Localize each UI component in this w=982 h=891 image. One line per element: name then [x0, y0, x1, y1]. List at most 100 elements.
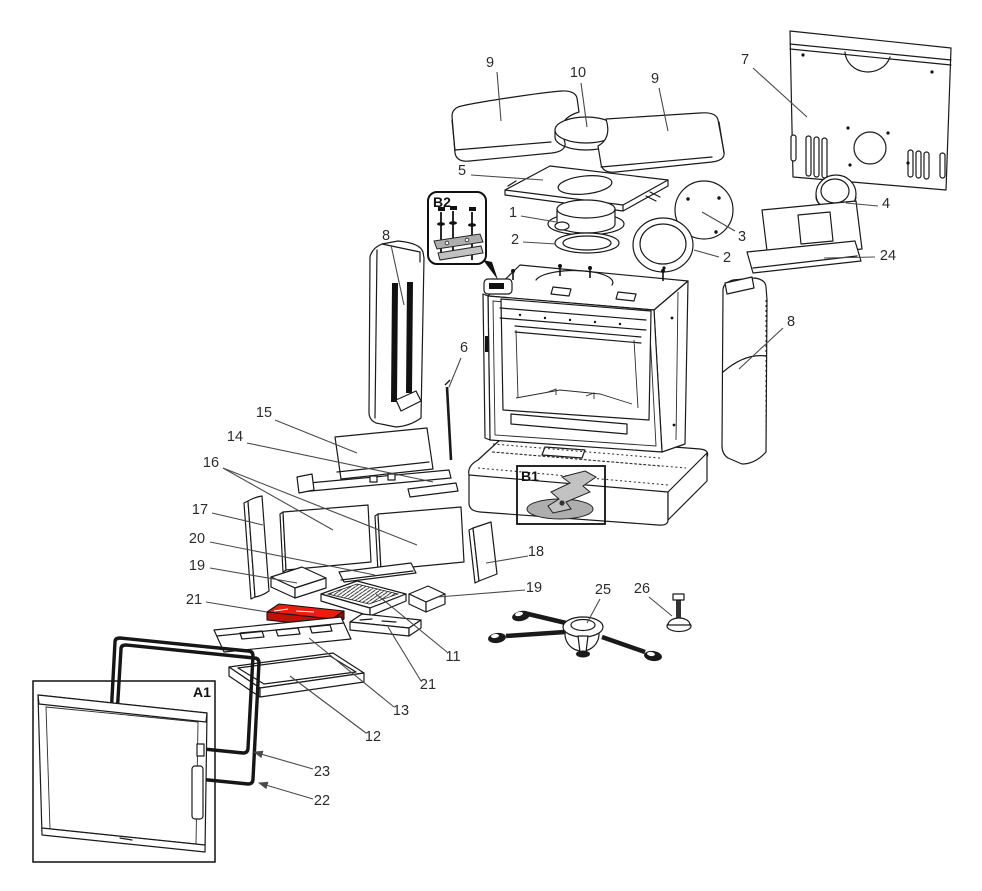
adjustable-foot-part26 — [666, 593, 692, 633]
ring-part2b — [632, 217, 694, 273]
callout-leader-line — [701, 211, 736, 232]
top-plate-right-part9 — [597, 112, 725, 173]
back-panel-part7 — [789, 30, 952, 191]
door-handle — [191, 765, 204, 820]
callout-leader-line — [211, 512, 264, 526]
box-label-b1: B1 — [521, 468, 539, 484]
callout-label-19: 19 — [189, 558, 205, 574]
rod-part6 — [444, 379, 453, 461]
callout-leader-line — [222, 467, 334, 531]
b2-pointer-arrow — [483, 260, 498, 280]
callout-leader-line — [289, 675, 367, 734]
callout-leader-line — [209, 567, 298, 584]
callout-label-25: 25 — [595, 582, 611, 598]
callout-leader-line — [257, 781, 314, 800]
callout-leader-line — [485, 555, 529, 564]
callout-leader-line — [845, 202, 879, 207]
brick-right-part16 — [374, 506, 465, 573]
callout-label-9: 9 — [651, 71, 659, 87]
flue-collar-part1 — [547, 199, 625, 236]
door-gasket-part22 — [112, 643, 261, 786]
callout-label-11: 11 — [445, 649, 460, 665]
shelf-part24 — [746, 200, 863, 274]
callout-label-14: 14 — [227, 429, 243, 445]
mechanism-box-b1: B1 — [516, 465, 606, 525]
callout-label-22: 22 — [314, 793, 330, 809]
callout-leader-line — [246, 442, 434, 483]
side-panel-left-part8 — [368, 240, 425, 428]
callout-leader-line — [387, 626, 422, 682]
door-assembly-a1: A1 — [32, 636, 261, 863]
strip-part21-right — [349, 613, 422, 637]
callout-leader-line — [648, 596, 673, 617]
callout-label-24: 24 — [880, 248, 896, 264]
callout-label-9: 9 — [486, 55, 494, 71]
strip-part20 — [338, 562, 417, 583]
callout-label-2: 2 — [511, 232, 519, 248]
stove-body — [482, 264, 689, 467]
panel-part17 — [243, 495, 270, 600]
callout-label-13: 13 — [393, 703, 409, 719]
callout-leader-line — [823, 256, 876, 259]
star-base-part25 — [488, 610, 662, 662]
box-label-b2: B2 — [433, 194, 451, 210]
callout-leader-line — [580, 82, 588, 128]
callout-leader-line — [693, 249, 720, 258]
callout-label-20: 20 — [189, 531, 205, 547]
callout-leader-line — [658, 87, 669, 132]
callout-leader-line — [222, 467, 418, 546]
a1-box — [32, 680, 216, 863]
block-right-part19 — [408, 585, 446, 613]
callout-label-5: 5 — [458, 163, 466, 179]
callout-label-26: 26 — [634, 581, 650, 597]
callout-label-3: 3 — [738, 229, 746, 245]
callout-leader-line — [522, 241, 557, 245]
callout-label-21: 21 — [420, 677, 436, 693]
strip-part13 — [213, 616, 352, 653]
callout-leader-line — [308, 637, 395, 708]
callout-leader-line — [437, 589, 526, 598]
callout-label-4: 4 — [882, 196, 890, 212]
panel-part18 — [468, 521, 498, 584]
callout-leader-line — [752, 67, 808, 118]
block-left-part19 — [270, 566, 327, 599]
callout-label-8: 8 — [382, 228, 390, 244]
glass-gasket-part23 — [108, 636, 255, 755]
callout-label-18: 18 — [528, 544, 544, 560]
callout-label-7: 7 — [741, 52, 749, 68]
callout-label-21: 21 — [186, 592, 202, 608]
cover-plate-part3 — [674, 180, 734, 240]
ring-gasket-part2 — [554, 232, 620, 254]
callout-label-23: 23 — [314, 764, 330, 780]
box-label-a1: A1 — [193, 684, 211, 700]
callout-label-10: 10 — [570, 65, 586, 81]
brick-left-part16 — [279, 504, 372, 573]
callout-label-1: 1 — [509, 205, 517, 221]
callout-leader-line — [496, 71, 502, 122]
callout-leader-line — [470, 174, 544, 181]
glass-door — [37, 694, 208, 853]
callout-label-8: 8 — [787, 314, 795, 330]
callout-label-16: 16 — [203, 455, 219, 471]
callout-leader-line — [586, 598, 601, 624]
callout-leader-line — [448, 357, 462, 388]
side-panel-right-part8 — [721, 276, 768, 465]
callout-leader-line — [520, 215, 557, 223]
callout-leader-line — [738, 327, 784, 370]
callout-label-6: 6 — [460, 340, 468, 356]
kit-box-b2: B2 — [427, 191, 498, 280]
callout-label-15: 15 — [256, 405, 272, 421]
callout-leader-line — [209, 541, 376, 576]
callout-label-17: 17 — [192, 502, 208, 518]
rating-badge — [483, 278, 513, 295]
callout-leader-line — [390, 244, 405, 306]
rail-part14 — [296, 469, 459, 498]
callout-label-19: 19 — [526, 580, 542, 596]
callout-leader-line — [205, 601, 268, 613]
callout-leader-line — [375, 593, 448, 653]
callout-label-12: 12 — [365, 729, 381, 745]
callout-leader-line — [274, 419, 358, 454]
